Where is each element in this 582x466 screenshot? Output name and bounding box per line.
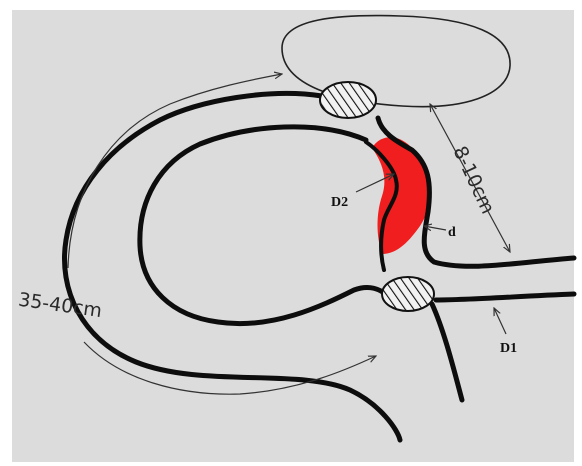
upper-ring (320, 82, 376, 118)
d2-label: D2 (331, 195, 348, 210)
d1-label: D1 (500, 341, 517, 356)
lower-ring (382, 277, 434, 311)
d-label: d (448, 225, 456, 240)
